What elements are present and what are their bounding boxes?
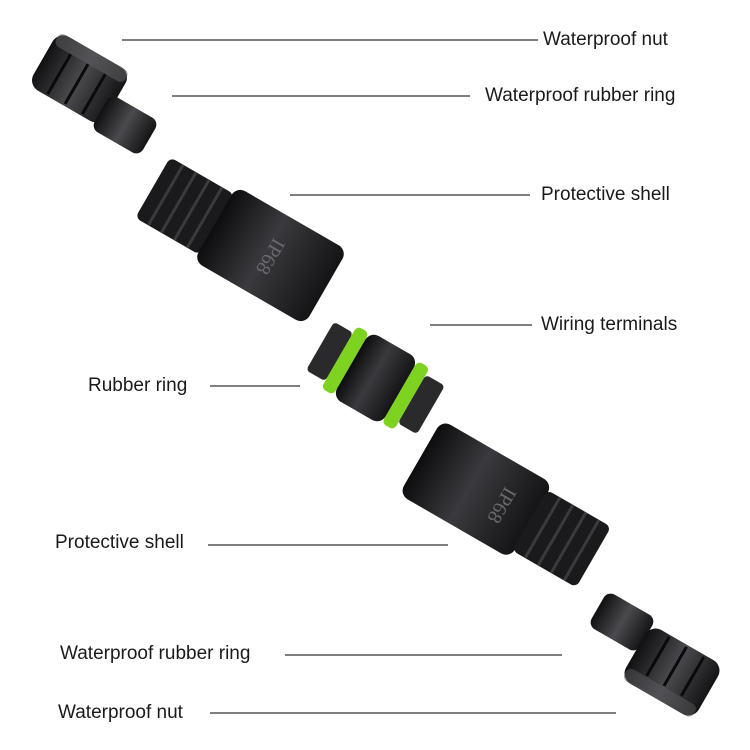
protective-shell-top: IP68 xyxy=(137,159,344,322)
label-rubber-ring: Rubber ring xyxy=(88,375,188,396)
label-waterproof-rubber-ring-bottom: Waterproof rubber ring xyxy=(60,643,251,664)
rubber-ring-green-top xyxy=(322,327,368,394)
label-waterproof-nut-bottom: Waterproof nut xyxy=(58,702,183,723)
rubber-ring-green-bottom xyxy=(383,362,429,429)
waterproof-nut-bottom xyxy=(624,628,720,717)
protective-shell-bottom: IP68 xyxy=(402,423,609,586)
waterproof-rubber-ring-bottom xyxy=(590,593,654,651)
label-waterproof-nut-top: Waterproof nut xyxy=(543,29,668,50)
label-protective-shell-top: Protective shell xyxy=(541,184,670,205)
label-protective-shell-bottom: Protective shell xyxy=(55,532,184,553)
label-waterproof-rubber-ring-top: Waterproof rubber ring xyxy=(485,85,676,106)
waterproof-nut-top xyxy=(32,34,128,123)
leader-lines xyxy=(122,39,616,714)
label-wiring-terminals: Wiring terminals xyxy=(541,314,678,335)
waterproof-rubber-ring-top xyxy=(93,96,157,154)
wiring-terminals xyxy=(307,323,444,433)
